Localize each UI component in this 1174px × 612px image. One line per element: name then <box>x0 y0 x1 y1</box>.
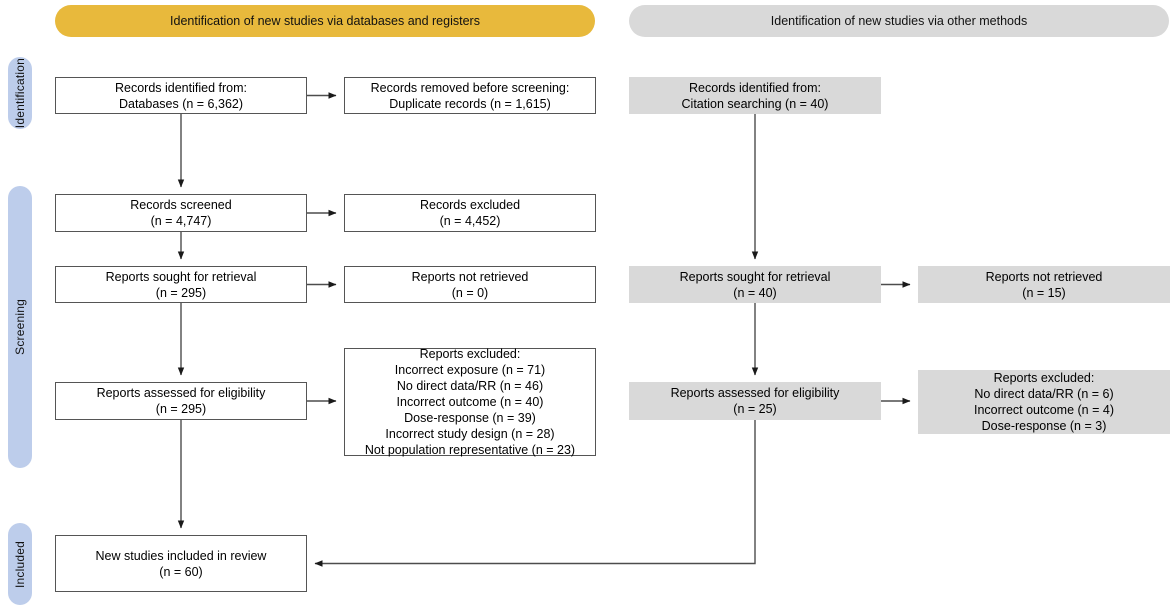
banner-other-methods: Identification of new studies via other … <box>629 5 1169 37</box>
box-reports-assessed-for-eligibility: Reports assessed for eligibility (n = 29… <box>55 382 307 420</box>
box-line: Reports sought for retrieval <box>679 269 831 284</box>
box-line: Reports excluded: <box>993 371 1095 385</box>
box-line: Reports excluded: <box>419 347 521 361</box>
box-reports-excluded-reasons-other: Reports excluded: No direct data/RR (n =… <box>918 370 1170 434</box>
box-line: Records excluded <box>419 198 521 212</box>
box-new-studies-included-in-review: New studies included in review (n = 60) <box>55 535 307 592</box>
box-line: (n = 295) <box>155 402 207 416</box>
box-line: Databases (n = 6,362) <box>118 96 244 111</box>
stage-label-screening: Screening <box>8 186 32 468</box>
box-line: Incorrect study design (n = 28) <box>385 427 555 441</box>
box-line: (n = 40) <box>733 285 777 300</box>
stage-label-identification: Identification <box>8 57 32 129</box>
box-line: Reports assessed for eligibility <box>96 386 266 400</box>
box-reports-excluded-reasons: Reports excluded: Incorrect exposure (n … <box>344 347 596 457</box>
box-reports-not-retrieved-other: Reports not retrieved (n = 15) <box>918 266 1170 303</box>
banner-databases-registers: Identification of new studies via databa… <box>55 5 595 37</box>
box-reports-sought-for-retrieval-other: Reports sought for retrieval (n = 40) <box>629 266 881 303</box>
box-line: No direct data/RR (n = 6) <box>974 387 1114 401</box>
box-records-screened: Records screened (n = 4,747) <box>55 194 307 232</box>
stage-label-included: Included <box>8 523 32 605</box>
box-line: Citation searching (n = 40) <box>681 96 829 111</box>
box-records-removed-before-screening: Records removed before screening: Duplic… <box>344 77 596 114</box>
box-line: Records screened <box>130 198 232 212</box>
box-line: New studies included in review <box>95 548 267 563</box>
stage-label-screening-text: Screening <box>13 299 27 355</box>
box-line: (n = 4,452) <box>439 214 501 228</box>
box-line: Incorrect outcome (n = 40) <box>396 395 544 409</box>
box-line: No direct data/RR (n = 46) <box>396 379 544 393</box>
box-line: Records identified from: <box>688 80 821 95</box>
box-line: (n = 0) <box>451 285 489 300</box>
box-line: Reports not retrieved <box>985 269 1103 284</box>
box-line: Incorrect exposure (n = 71) <box>394 363 546 377</box>
stage-label-identification-text: Identification <box>13 57 27 129</box>
box-line: Records identified from: <box>114 80 247 95</box>
box-reports-not-retrieved: Reports not retrieved (n = 0) <box>344 266 596 303</box>
box-line: Reports not retrieved <box>411 269 529 284</box>
box-line: Duplicate records (n = 1,615) <box>389 96 551 111</box>
box-line: (n = 4,747) <box>150 214 212 228</box>
stage-label-included-text: Included <box>13 540 27 588</box>
box-records-excluded: Records excluded (n = 4,452) <box>344 194 596 232</box>
box-line: (n = 295) <box>155 285 207 300</box>
box-line: (n = 25) <box>733 402 777 416</box>
box-line: Dose-response (n = 3) <box>981 419 1107 433</box>
box-line: Reports assessed for eligibility <box>670 386 840 400</box>
box-records-identified-citation-searching: Records identified from: Citation search… <box>629 77 881 114</box>
box-line: (n = 60) <box>159 564 203 579</box>
box-line: Not population representative (n = 23) <box>364 443 576 457</box>
box-reports-sought-for-retrieval: Reports sought for retrieval (n = 295) <box>55 266 307 303</box>
box-line: Records removed before screening: <box>370 80 570 95</box>
box-line: Reports sought for retrieval <box>105 269 257 284</box>
box-reports-assessed-for-eligibility-other: Reports assessed for eligibility (n = 25… <box>629 382 881 420</box>
box-line: Dose-response (n = 39) <box>404 411 536 425</box>
box-line: (n = 15) <box>1022 285 1066 300</box>
box-records-identified-databases: Records identified from: Databases (n = … <box>55 77 307 114</box>
box-line: Incorrect outcome (n = 4) <box>974 403 1114 417</box>
